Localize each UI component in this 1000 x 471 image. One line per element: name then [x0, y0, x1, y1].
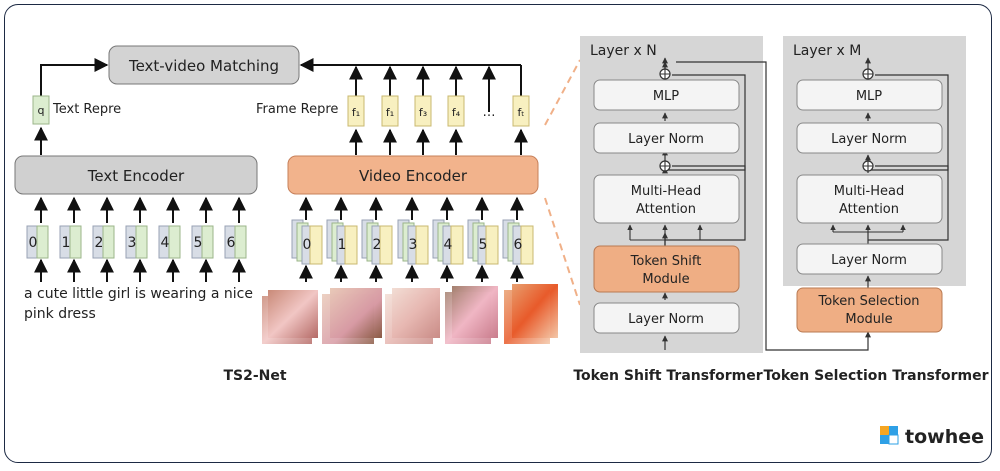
shift-layernorm-bottom-block: [593, 302, 740, 334]
frame-repre-label: Frame Repre: [256, 102, 338, 117]
selection-layernorm-bottom-label: Layer Norm: [831, 253, 907, 268]
token-selection-label-2: Module: [845, 312, 892, 327]
token-selection-module-block: [796, 287, 943, 333]
shift-layernorm-bottom-label: Layer Norm: [628, 312, 704, 327]
frame-repre-tokens: f₁ f₁ f₃ f₄ … fₜ: [347, 95, 530, 127]
shift-mlp-block: [593, 79, 740, 111]
frame-label: f₁: [352, 106, 360, 119]
video-token-arrows: [299, 196, 524, 282]
video-token-stacks: 0 1 2 3 4 5 6: [291, 219, 534, 265]
selection-mlp-label: MLP: [856, 89, 882, 104]
towhee-brand-name: towhee: [905, 426, 984, 448]
shift-attention-block: [593, 174, 740, 224]
ts2net-caption: TS2-Net: [223, 368, 286, 384]
selection-attention-label-1: Multi-Head: [834, 184, 904, 199]
inter-panel-connector: [676, 61, 871, 351]
selection-attention-block: [796, 174, 943, 224]
text-token-label: 4: [161, 235, 170, 251]
shift-attention-label-2: Attention: [636, 202, 696, 217]
video-frame-thumbnails: [262, 284, 558, 344]
attention-input-arrows: [830, 224, 906, 233]
video-token-label: 3: [409, 237, 418, 253]
text-tokens: 0 1 2 3 4 5 6: [26, 225, 247, 259]
shift-attention-label-1: Multi-Head: [631, 184, 701, 199]
q-token: [32, 95, 50, 125]
q-label: q: [38, 104, 45, 117]
selection-attention-label-2: Attention: [839, 202, 899, 217]
video-token-label: 0: [303, 237, 312, 253]
residual-connection: [868, 74, 949, 171]
text-token-label: 6: [227, 235, 236, 251]
video-token-label: 5: [479, 237, 488, 253]
frame-ellipsis: …: [483, 105, 496, 120]
shift-layernorm-label: Layer Norm: [628, 132, 704, 147]
shift-mlp-label: MLP: [653, 89, 679, 104]
selection-transformer-caption: Token Selection Transformer: [764, 368, 989, 384]
text-token-label: 5: [194, 235, 203, 251]
frame-token: [414, 95, 432, 127]
frame-label: f₁: [386, 106, 394, 119]
video-encoder-box: [287, 155, 539, 195]
frame-label: f₃: [419, 106, 427, 119]
layer-x-n-label: Layer x N: [590, 43, 657, 59]
frame-token: [381, 95, 399, 127]
frame-label: f₄: [452, 106, 461, 119]
text-token-label: 2: [95, 235, 104, 251]
frame-token: [512, 95, 530, 127]
text-encoder-box: [14, 155, 258, 195]
video-token-label: 1: [338, 237, 347, 253]
sentence-line-2: pink dress: [24, 306, 96, 322]
selection-layernorm-bottom-block: [796, 243, 943, 275]
text-encoder-label: Text Encoder: [87, 167, 185, 185]
attention-input-arrows: [627, 224, 703, 241]
token-shift-label-2: Module: [642, 272, 689, 287]
frame-label: fₜ: [517, 106, 524, 119]
selection-mlp-block: [796, 79, 943, 111]
shift-transformer-caption: Token Shift Transformer: [573, 368, 762, 384]
text-repre-label: Text Repre: [52, 102, 121, 117]
token-shift-module-block: [593, 245, 740, 293]
text-token-label: 3: [128, 235, 137, 251]
token-shift-label-1: Token Shift: [630, 254, 702, 269]
text-video-matching-box: [108, 45, 300, 85]
frame-token: [347, 95, 365, 127]
frame-token: [447, 95, 465, 127]
video-encoder-label: Video Encoder: [359, 167, 468, 185]
video-token-label: 2: [373, 237, 382, 253]
text-token-arrows: [34, 196, 246, 282]
zoom-dashed-line: [544, 59, 581, 126]
shift-layernorm-block: [593, 122, 740, 154]
residual-connection: [868, 165, 949, 241]
zoom-dashed-line: [544, 197, 581, 306]
layer-x-m-label: Layer x M: [793, 43, 861, 59]
selection-layernorm-block: [796, 122, 943, 154]
text-token-label: 1: [62, 235, 71, 251]
sentence-line-1: a cute little girl is wearing a nice: [24, 286, 253, 302]
selection-layernorm-label: Layer Norm: [831, 132, 907, 147]
text-video-matching-label: Text-video Matching: [128, 57, 279, 75]
video-token-label: 4: [444, 237, 453, 253]
text-token-label: 0: [29, 235, 38, 251]
towhee-logo-icon: [880, 426, 899, 445]
token-selection-label-1: Token Selection: [817, 294, 919, 309]
video-token-label: 6: [514, 237, 523, 253]
